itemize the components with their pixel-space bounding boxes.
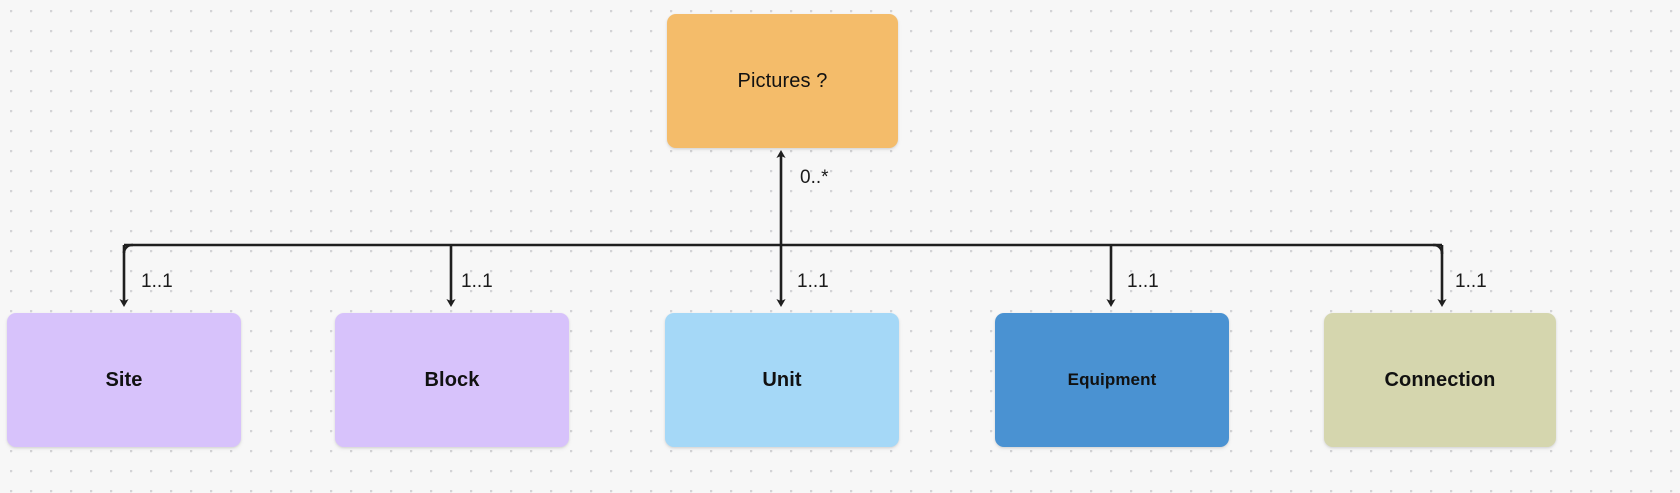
edge-label-pictures: 0..* <box>800 167 829 188</box>
node-block[interactable]: Block <box>335 313 569 447</box>
edge-site-corner <box>122 243 133 253</box>
node-connection[interactable]: Connection <box>1324 313 1556 447</box>
node-unit-label: Unit <box>762 369 802 391</box>
node-equipment-label: Equipment <box>1067 369 1157 389</box>
node-pictures-label: Pictures ? <box>737 70 828 92</box>
node-equipment[interactable]: Equipment <box>995 313 1229 447</box>
edge-label-equipment: 1..1 <box>1127 271 1159 292</box>
edge-label-unit: 1..1 <box>797 271 829 292</box>
edge-label-connection: 1..1 <box>1455 271 1487 292</box>
node-site[interactable]: Site <box>7 313 241 447</box>
edge-label-block: 1..1 <box>461 271 493 292</box>
node-connection-label: Connection <box>1384 369 1496 391</box>
node-pictures[interactable]: Pictures ? <box>667 14 898 148</box>
edge-label-site: 1..1 <box>141 271 173 292</box>
node-unit[interactable]: Unit <box>665 313 899 447</box>
node-site-label: Site <box>105 369 143 391</box>
edge-connection-corner <box>1433 243 1444 254</box>
node-block-label: Block <box>424 369 480 391</box>
